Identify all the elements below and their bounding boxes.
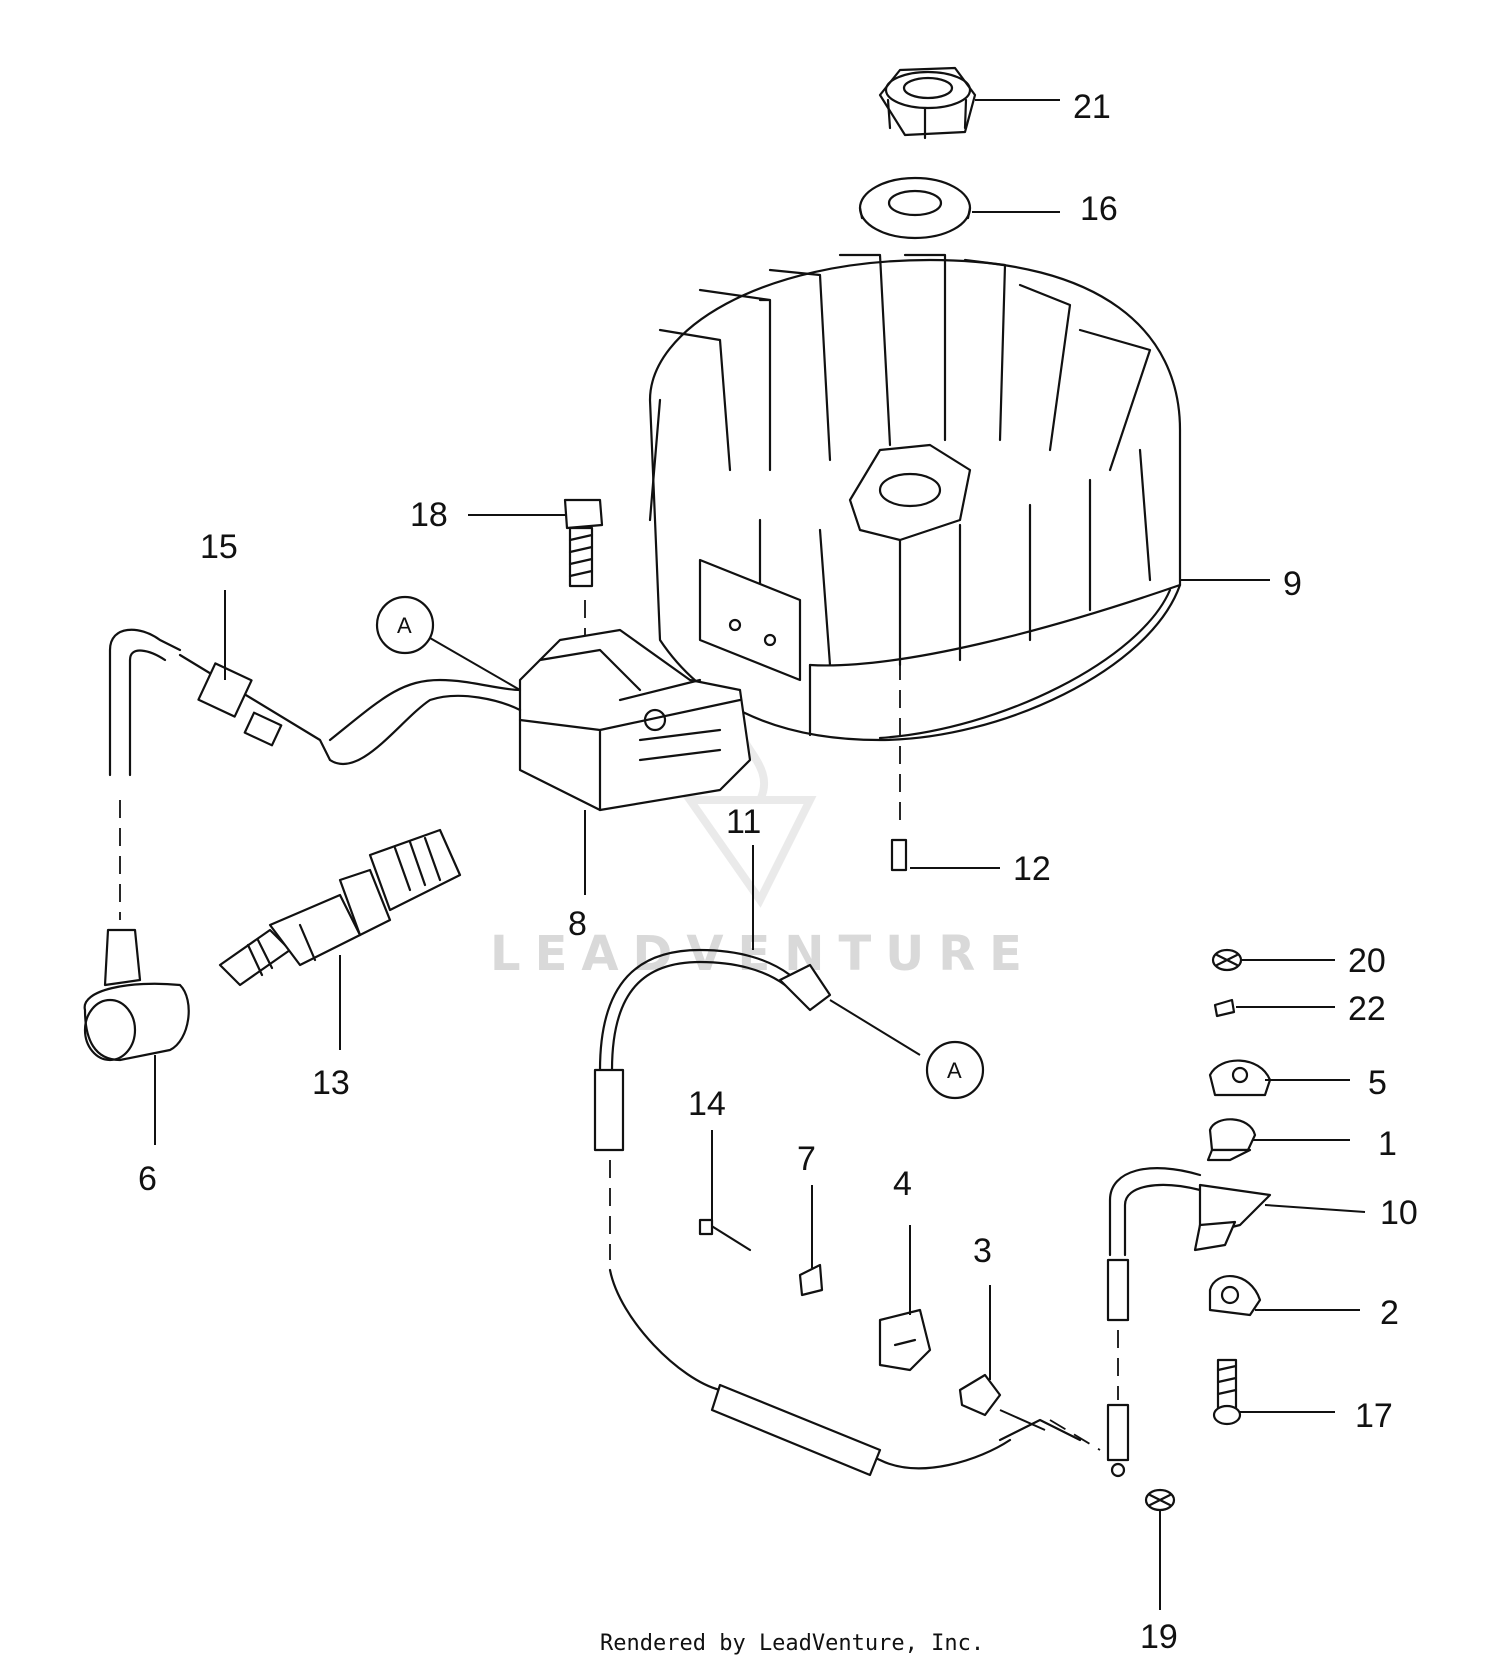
part-22-screw[interactable] [1213, 998, 1236, 1018]
part-16-washer[interactable] [858, 176, 972, 240]
callout-16: 16 [1080, 190, 1118, 228]
part-19-nut[interactable] [1144, 1488, 1176, 1512]
part-15-ht-lead[interactable] [108, 628, 522, 777]
callout-20: 20 [1348, 942, 1386, 980]
callout-7: 7 [797, 1140, 816, 1178]
callout-14: 14 [688, 1085, 726, 1123]
callout-8: 8 [568, 905, 587, 943]
callout-6: 6 [138, 1160, 157, 1198]
part-9-flywheel[interactable] [648, 253, 1182, 742]
part-6-plug-cap[interactable] [83, 928, 190, 1062]
part-17-screw[interactable] [1212, 1358, 1242, 1426]
part-2-ground-clip[interactable] [1208, 1275, 1262, 1317]
part-7-clip[interactable] [798, 1263, 824, 1297]
callout-3: 3 [973, 1232, 992, 1270]
callout-18: 18 [410, 496, 448, 534]
callout-11: 11 [726, 803, 761, 841]
part-5-bracket[interactable] [1208, 1059, 1272, 1097]
part-11-stop-wire[interactable] [593, 948, 1101, 1477]
callout-4: 4 [893, 1165, 912, 1203]
callout-17: 17 [1355, 1397, 1393, 1435]
callout-21: 21 [1073, 88, 1111, 126]
part-3-clamp[interactable] [958, 1373, 1046, 1431]
svg-text:A: A [397, 613, 412, 638]
callout-9: 9 [1283, 565, 1302, 603]
callout-19: 19 [1140, 1618, 1178, 1656]
part-8-ignition-module[interactable] [518, 628, 752, 812]
reference-marker-a-bottom: A [925, 1040, 985, 1100]
callout-2: 2 [1380, 1294, 1399, 1332]
part-4-switch[interactable] [878, 1308, 932, 1372]
callout-22: 22 [1348, 990, 1386, 1028]
callout-10: 10 [1380, 1194, 1418, 1232]
callout-5: 5 [1368, 1064, 1387, 1102]
part-13-spark-plug[interactable] [218, 828, 462, 987]
part-12-flywheel-key[interactable] [890, 550, 908, 872]
callout-13: 13 [312, 1064, 350, 1102]
reference-marker-a-top: A [375, 595, 521, 691]
part-21-hex-nut[interactable] [878, 66, 977, 140]
leader-lines [154, 99, 1366, 1610]
callout-numbers: 21 16 9 12 18 15 8 13 6 11 14 7 4 3 20 2… [138, 88, 1418, 1656]
watermark-text: LEADVENTURE [490, 926, 1036, 982]
credit-text: Rendered by LeadVenture, Inc. [600, 1631, 984, 1656]
callout-15: 15 [200, 528, 238, 566]
callout-1: 1 [1378, 1125, 1397, 1163]
part-20-nut[interactable] [1211, 948, 1243, 972]
callout-12: 12 [1013, 850, 1051, 888]
part-1-terminal-plate[interactable] [1206, 1118, 1257, 1162]
part-18-bolt[interactable] [563, 498, 604, 650]
part-14-spring[interactable] [698, 1218, 752, 1252]
svg-text:A: A [947, 1058, 962, 1083]
part-10-wire-terminal[interactable] [1106, 1167, 1272, 1478]
